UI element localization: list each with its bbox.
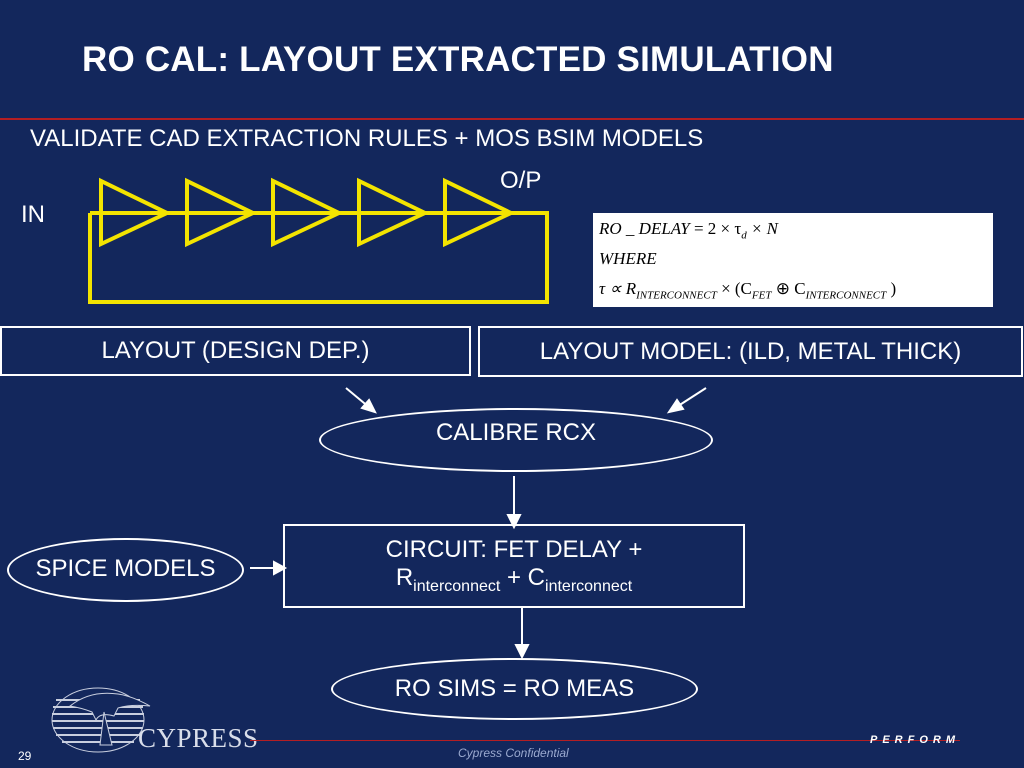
formula-sub-interconnect-c: INTERCONNECT (805, 289, 887, 302)
circuit-c-sub: interconnect (545, 577, 633, 595)
layout-model-box: LAYOUT MODEL: (ILD, METAL THICK) (478, 326, 1023, 377)
formula-close-paren: ) (886, 279, 897, 298)
spice-models-ellipse: SPICE MODELS (7, 538, 244, 602)
circuit-r: R (395, 564, 414, 591)
buffer-stage-1 (99, 177, 172, 248)
buffer-stage-2 (185, 177, 258, 248)
formula-eq: = 2 × τ (689, 219, 742, 238)
feedback-loop-wire (88, 211, 549, 304)
page-number: 29 (18, 749, 32, 763)
formula-sub-interconnect-r: INTERCONNECT (636, 289, 717, 302)
circuit-r-sub: interconnect (413, 577, 501, 595)
calibre-rcx-ellipse: CALIBRE RCX (319, 408, 713, 472)
title-divider (0, 118, 1024, 120)
formula-sub-d: d (741, 229, 747, 242)
circuit-line-2: Rinterconnect + Cinterconnect (285, 564, 743, 601)
cypress-tree-logo-icon (51, 687, 151, 753)
footer-divider (250, 740, 960, 741)
slide-subtitle: VALIDATE CAD EXTRACTION RULES + MOS BSIM… (30, 125, 704, 152)
formula-tau-line: τ ∝ RINTERCONNECT × (CFET ⊕ CINTERCONNEC… (599, 275, 987, 305)
formula-sub-fet: FET (751, 289, 772, 302)
formula-times-n: × N (746, 219, 779, 238)
perform-tagline: PERFORM (870, 734, 960, 746)
slide-title: RO CAL: LAYOUT EXTRACTED SIMULATION (82, 40, 834, 79)
ro-sims-result-ellipse: RO SIMS = RO MEAS (331, 658, 698, 720)
confidential-notice: Cypress Confidential (458, 746, 569, 760)
ring-input-label: IN (21, 201, 45, 228)
buffer-stage-3 (271, 177, 344, 248)
buffer-stage-4 (357, 177, 430, 248)
formula-ro-delay: RO _ DELAY (599, 219, 690, 238)
formula-tau-r: τ ∝ R (599, 279, 637, 298)
circuit-box: CIRCUIT: FET DELAY + Rinterconnect + Cin… (283, 524, 745, 608)
formula-delay-line: RO _ DELAY = 2 × τd × N (599, 215, 987, 245)
formula-oplus-c: ⊕ C (771, 279, 806, 298)
formula-where-line: WHERE (599, 249, 657, 268)
formula-times-c: × (C (716, 279, 752, 298)
circuit-line-1: CIRCUIT: FET DELAY + (385, 536, 643, 563)
circuit-plus-c: + C (500, 564, 546, 591)
delay-formula-box: RO _ DELAY = 2 × τd × N WHERE τ ∝ RINTER… (593, 213, 993, 307)
cypress-brand-text: CYPRESS (138, 723, 259, 753)
buffer-stage-5 (443, 177, 516, 248)
ring-output-label: O/P (500, 167, 542, 194)
layout-design-box: LAYOUT (DESIGN DEP.) (0, 326, 471, 376)
